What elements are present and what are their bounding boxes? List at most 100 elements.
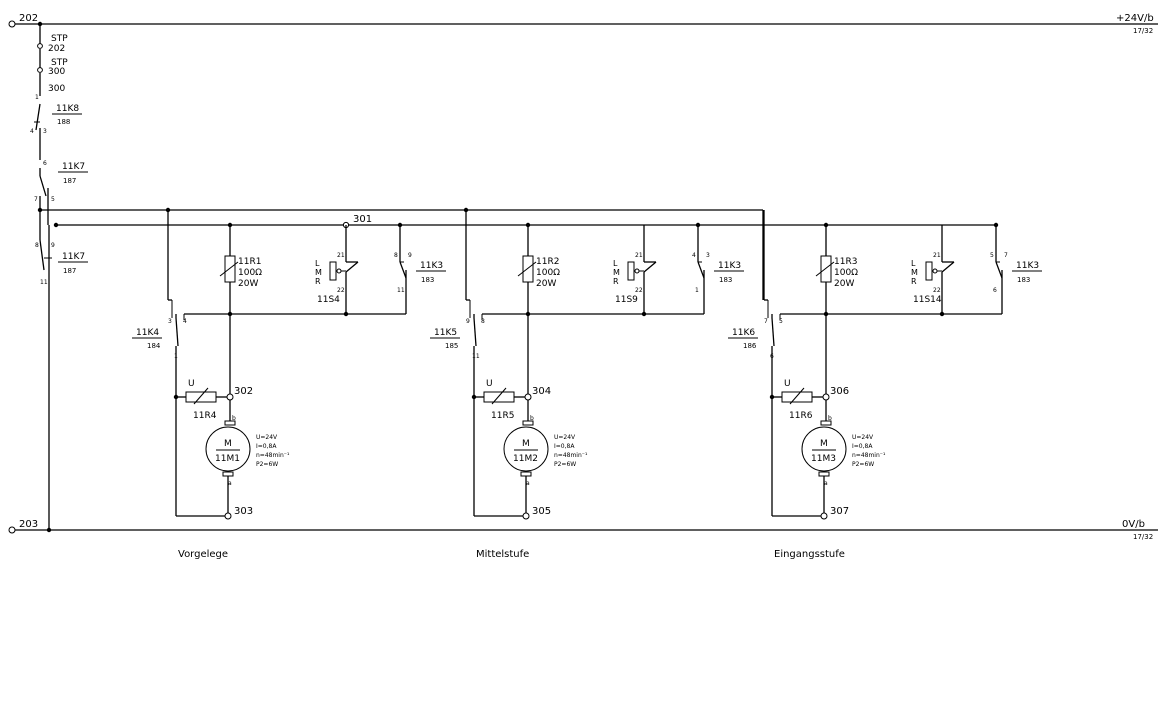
stage-k-pin-2: 4 bbox=[183, 318, 187, 325]
stage-k3-pin-2: 7 bbox=[1004, 252, 1008, 259]
stage-s-pin-2: 22 bbox=[933, 287, 941, 294]
stage-motor-spec: P2=6W bbox=[852, 461, 874, 468]
top-rail-node: 202 bbox=[19, 13, 38, 24]
stage-k-name: 11K4 bbox=[136, 328, 159, 338]
stage-k-pin-1: 7 bbox=[764, 318, 768, 325]
k7b-name: 11K7 bbox=[62, 252, 85, 262]
stage-k3-pin-3: 1 bbox=[695, 287, 699, 294]
stp2-num: 300 bbox=[48, 67, 65, 77]
selector-switch-body bbox=[627, 261, 635, 281]
stage-r-value: 100Ω bbox=[536, 268, 560, 278]
stage-r-power: 20W bbox=[238, 279, 258, 289]
bottom-rail-label: 0V/b bbox=[1122, 519, 1145, 530]
stage-s-letter-r: R bbox=[911, 277, 917, 286]
stage-motor-name: 11M1 bbox=[215, 454, 240, 464]
stage-motor-b: b bbox=[232, 415, 236, 422]
stage-motor-spec: I=0,8A bbox=[256, 443, 277, 450]
motor-circle bbox=[205, 426, 251, 472]
stage-s-letter-m: M bbox=[613, 268, 620, 277]
k7b-pin-b: 9 bbox=[51, 242, 55, 249]
stage-r-name: 11R2 bbox=[536, 257, 559, 267]
k7-pin-6: 6 bbox=[43, 160, 47, 167]
selector-switch-body bbox=[329, 261, 337, 281]
stage-r-name: 11R3 bbox=[834, 257, 857, 267]
stage-node-a: 304 bbox=[532, 386, 551, 397]
stage-rv-u: U bbox=[784, 379, 791, 389]
stage-motor-b: b bbox=[828, 415, 832, 422]
top-rail-ref: 17/32 bbox=[1133, 27, 1153, 35]
stage-k3-ref: 183 bbox=[719, 276, 732, 284]
stage-k3-name: 11K3 bbox=[718, 261, 741, 271]
resistor-r bbox=[224, 255, 236, 283]
stage-s-letter-l: L bbox=[315, 259, 320, 268]
stage-k-pin-1: 3 bbox=[168, 318, 172, 325]
top-rail-label: +24V/b bbox=[1116, 13, 1154, 24]
stp1-label: STP bbox=[51, 34, 68, 44]
k7b-pin-a: 8 bbox=[35, 242, 39, 249]
stage-k3-pin-1: 8 bbox=[394, 252, 398, 259]
stage-motor-name: 11M3 bbox=[811, 454, 836, 464]
stage-caption: Mittelstufe bbox=[476, 549, 529, 560]
stage-r-name: 11R1 bbox=[238, 257, 261, 267]
stage-r-value: 100Ω bbox=[238, 268, 262, 278]
stage-motor-b: b bbox=[530, 415, 534, 422]
node-300: 300 bbox=[48, 84, 65, 94]
stage-s-pin-1: 21 bbox=[337, 252, 345, 259]
stage-motor-a: a bbox=[824, 480, 828, 487]
stage-k-ref: 186 bbox=[743, 342, 757, 350]
stage-k-pin-1: 9 bbox=[466, 318, 470, 325]
stage-rv-name: 11R6 bbox=[789, 411, 813, 421]
varistor bbox=[781, 391, 813, 403]
stage-motor-spec: U=24V bbox=[852, 434, 874, 441]
stage-k-pin-2: 5 bbox=[779, 318, 783, 325]
stage-k3-ref: 183 bbox=[1017, 276, 1030, 284]
stage-r-value: 100Ω bbox=[834, 268, 858, 278]
k7-pin-a: 7 bbox=[34, 196, 38, 203]
stage-motor-a: a bbox=[526, 480, 530, 487]
k8-name: 11K8 bbox=[56, 104, 79, 114]
stage-s-letter-r: R bbox=[613, 277, 619, 286]
bottom-rail-node: 203 bbox=[19, 519, 38, 530]
left-control-chain: STP 202 STP 300 300 1 4 3 11K8 188 6 11K… bbox=[30, 24, 88, 530]
stage-s-letter-m: M bbox=[911, 268, 918, 277]
stage-s-pin-1: 21 bbox=[635, 252, 643, 259]
stage-k-name: 11K6 bbox=[732, 328, 755, 338]
stp1-num: 202 bbox=[48, 44, 65, 54]
stage-rv-u: U bbox=[188, 379, 195, 389]
stage-motor-a: a bbox=[228, 480, 232, 487]
stage-motor-spec: n=48min⁻¹ bbox=[554, 452, 588, 459]
stage-k3-pin-2: 3 bbox=[706, 252, 710, 259]
stage-motor-spec: P2=6W bbox=[256, 461, 278, 468]
stage-k-name: 11K5 bbox=[434, 328, 457, 338]
stage-rv-name: 11R5 bbox=[491, 411, 514, 421]
bottom-rail: 203 0V/b 17/32 bbox=[8, 519, 1158, 541]
stage-k3-pin-3: 6 bbox=[993, 287, 997, 294]
stage-s-name: 11S9 bbox=[615, 295, 638, 305]
bottom-rail-ref: 17/32 bbox=[1133, 533, 1153, 541]
stage-motor-spec: I=0,8A bbox=[554, 443, 575, 450]
stage-motor-letter: M bbox=[820, 439, 828, 449]
stage-k3-pin-1: 4 bbox=[692, 252, 696, 259]
motor-circle bbox=[503, 426, 549, 472]
resistor-r bbox=[522, 255, 534, 283]
stage-k3-pin-1: 5 bbox=[990, 252, 994, 259]
stage-s-letter-l: L bbox=[911, 259, 916, 268]
stage-s-name: 11S4 bbox=[317, 295, 340, 305]
stage-node-a: 306 bbox=[830, 386, 849, 397]
stage-motor-letter: M bbox=[522, 439, 530, 449]
stage-k-ref: 185 bbox=[445, 342, 458, 350]
stage-k3-pin-3: 11 bbox=[397, 287, 405, 294]
stage-k-pin-3: 6 bbox=[770, 353, 774, 360]
stage-s-letter-m: M bbox=[315, 268, 322, 277]
selector-switch-body bbox=[925, 261, 933, 281]
k8-ref: 188 bbox=[57, 118, 70, 126]
k7-ref: 187 bbox=[63, 177, 76, 185]
stage-motor-letter: M bbox=[224, 439, 232, 449]
stage-k-pin-3: 11 bbox=[472, 353, 480, 360]
stage-motor-spec: U=24V bbox=[256, 434, 278, 441]
motor-circle bbox=[801, 426, 847, 472]
stage-s-letter-r: R bbox=[315, 277, 321, 286]
